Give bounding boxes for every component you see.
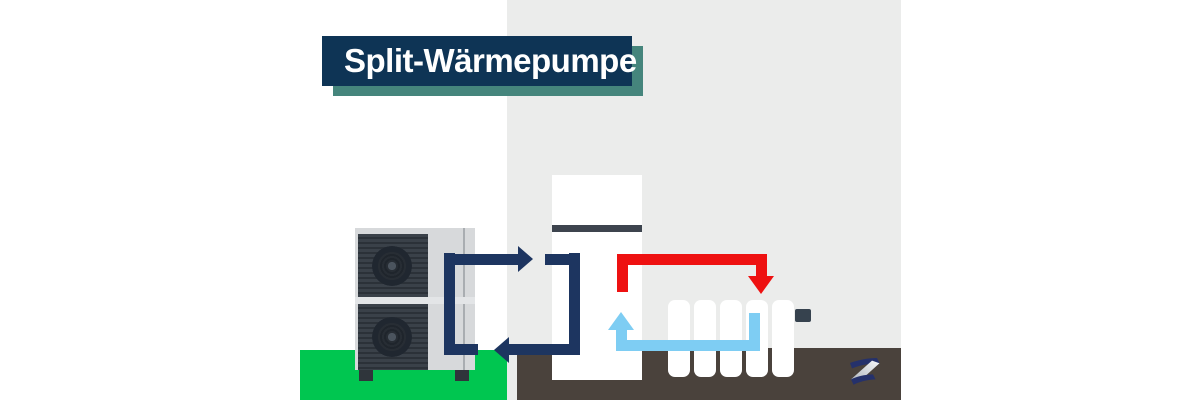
arrow-left-icon [494,337,509,363]
outdoor-unit-divider [355,297,475,304]
heating-return-pipe [616,340,760,351]
arrow-down-icon [748,276,774,294]
radiator-segment [694,300,716,377]
refrigerant-pipe-supply [444,254,518,265]
refrigerant-pipe-vertical-indoor [569,253,580,355]
arrow-up-icon [608,312,634,330]
refrigerant-pipe-vertical-outdoor [444,253,455,355]
ribbon-logo-icon [850,358,880,385]
heating-flow-pipe [617,254,767,265]
heating-return-pipe-riser [749,313,760,351]
arrow-right-icon [518,246,533,272]
refrigerant-pipe-return-stub [444,344,478,355]
fan-icon [372,317,412,357]
refrigerant-pipe-indoor-top [545,254,580,265]
outdoor-unit-foot [455,370,469,381]
heating-return-pipe-stem [616,330,627,351]
outdoor-unit-foot [359,370,373,381]
heating-flow-pipe-riser [617,254,628,292]
indoor-unit-panel-band [552,225,642,232]
radiator-segment [772,300,794,377]
page-title: Split-Wärmepumpe [344,42,637,79]
radiator-segment [668,300,690,377]
radiator-segment [720,300,742,377]
heating-flow-pipe-drop [756,254,767,276]
radiator-valve [795,309,811,322]
fan-icon [372,246,412,286]
refrigerant-pipe-return [509,344,580,355]
title-banner: Split-Wärmepumpe [322,36,637,86]
